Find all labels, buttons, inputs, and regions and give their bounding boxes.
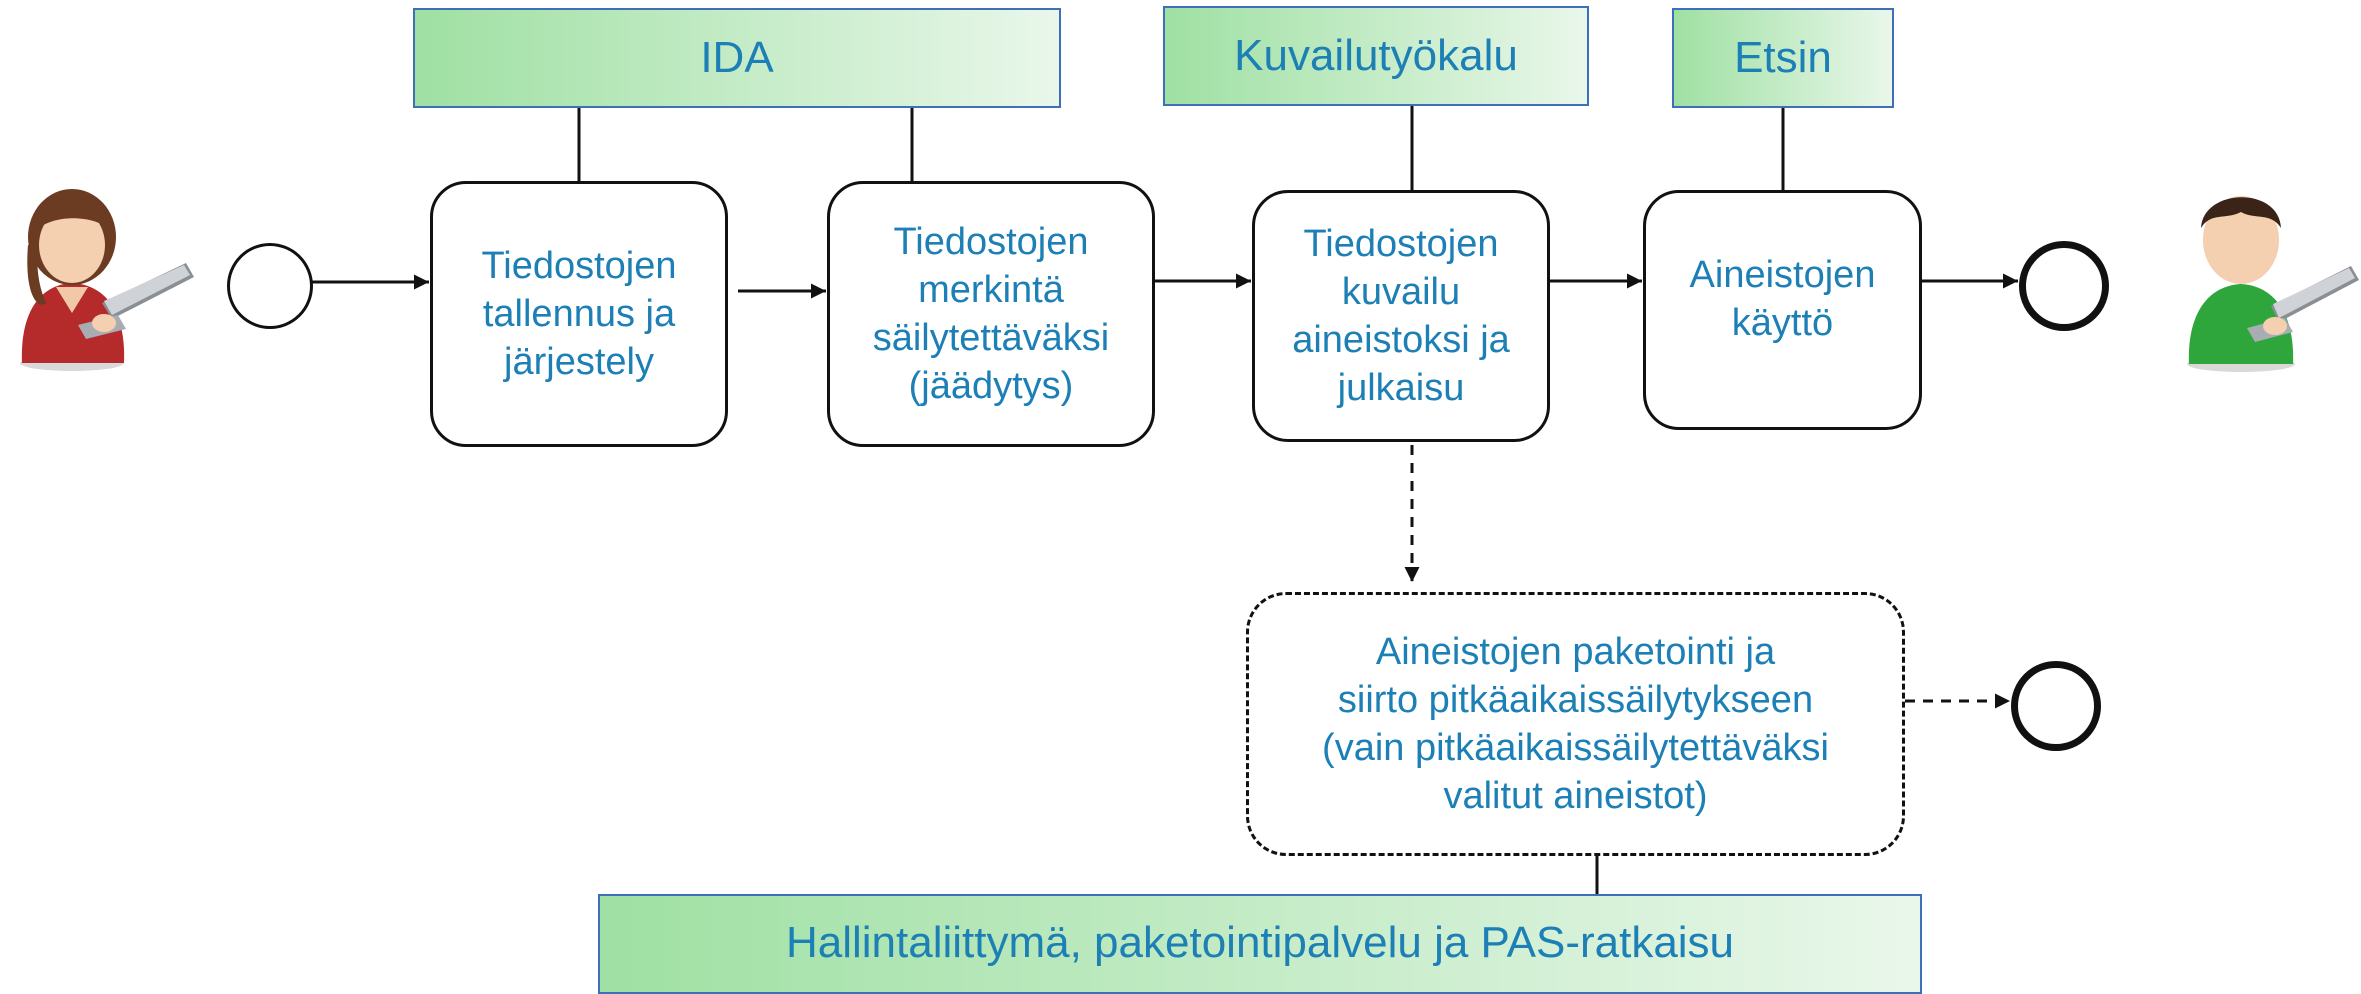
start-event [227, 243, 313, 329]
system-hallinta-label: Hallintaliittymä, paketointipalvelu ja P… [785, 918, 1735, 967]
step-merkinta-label: Tiedostojen merkintä säilytettäväksi (jä… [872, 221, 1110, 407]
step-paketointi: Aineistojen paketointi ja siirto pitkäai… [1246, 592, 1905, 856]
system-hallinta: Hallintaliittymä, paketointipalvelu ja P… [598, 894, 1922, 994]
archive-end-event [2011, 661, 2101, 751]
system-kuvailutyokalu: Kuvailutyökalu [1163, 6, 1589, 106]
system-kuvailutyokalu-label: Kuvailutyökalu [1234, 31, 1518, 80]
user-woman-laptop-icon [20, 189, 194, 371]
system-ida-label: IDA [700, 33, 774, 82]
step-kuvailu: Tiedostojen kuvailu aineistoksi ja julka… [1252, 190, 1550, 442]
step-kaytto-label: Aineistojen käyttö [1689, 254, 1876, 344]
end-event [2019, 241, 2109, 331]
step-tallennus-label: Tiedostojen tallennus ja järjestely [481, 245, 677, 383]
step-merkinta: Tiedostojen merkintä säilytettäväksi (jä… [827, 181, 1155, 447]
step-paketointi-label: Aineistojen paketointi ja siirto pitkäai… [1322, 631, 1829, 817]
step-kuvailu-label: Tiedostojen kuvailu aineistoksi ja julka… [1292, 223, 1510, 409]
system-ida: IDA [413, 8, 1061, 108]
user-man-laptop-icon [2187, 196, 2359, 372]
system-etsin-label: Etsin [1734, 33, 1832, 82]
system-etsin: Etsin [1672, 8, 1894, 108]
step-tallennus: Tiedostojen tallennus ja järjestely [430, 181, 728, 447]
step-kaytto: Aineistojen käyttö [1643, 190, 1922, 430]
